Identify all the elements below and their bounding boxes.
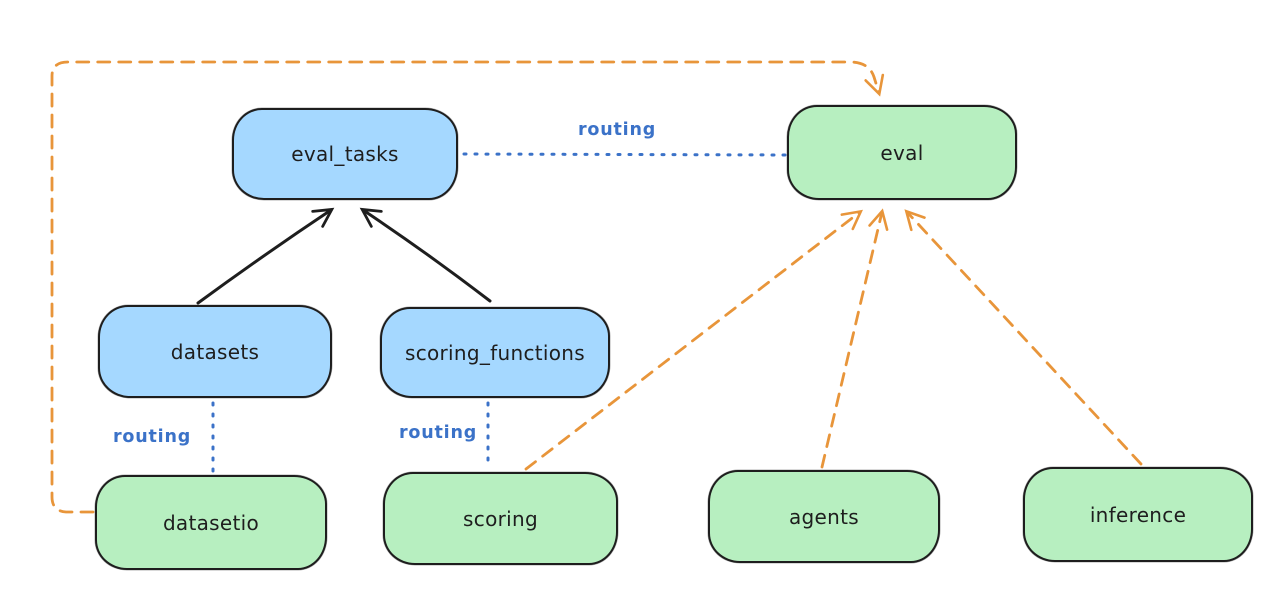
node-eval-tasks-label: eval_tasks — [291, 142, 399, 166]
edge-agents-eval — [820, 208, 889, 469]
edge-scoring-functions-eval-tasks — [359, 207, 492, 303]
edge-datasets-eval-tasks — [196, 207, 335, 305]
node-scoring-functions: scoring_functions — [380, 307, 610, 398]
edge-label-routing-datasets-datasetio: routing — [112, 427, 192, 447]
node-datasetio-label: datasetio — [162, 510, 260, 535]
node-eval: eval — [787, 105, 1017, 200]
edge-datasetio-eval — [50, 60, 885, 514]
node-agents: agents — [708, 470, 940, 563]
node-scoring: scoring — [383, 472, 618, 565]
node-eval-label: eval — [880, 140, 924, 165]
node-datasets-label: datasets — [170, 339, 260, 364]
edge-eval-tasks-eval-routing — [462, 152, 788, 157]
node-datasetio: datasetio — [95, 475, 327, 570]
node-scoring-functions-label: scoring_functions — [404, 340, 586, 365]
node-eval-tasks: eval_tasks — [232, 108, 458, 200]
node-datasets: datasets — [98, 305, 332, 398]
node-agents-label: agents — [789, 504, 859, 529]
edge-label-routing-eval-tasks-eval: routing — [577, 120, 657, 140]
node-scoring-label: scoring — [463, 506, 538, 531]
edge-scoring-eval — [524, 209, 863, 471]
node-inference: inference — [1023, 467, 1253, 562]
edge-inference-eval — [904, 209, 1143, 466]
node-inference-label: inference — [1089, 502, 1187, 527]
edge-label-routing-scoring-functions-scoring: routing — [398, 423, 478, 443]
